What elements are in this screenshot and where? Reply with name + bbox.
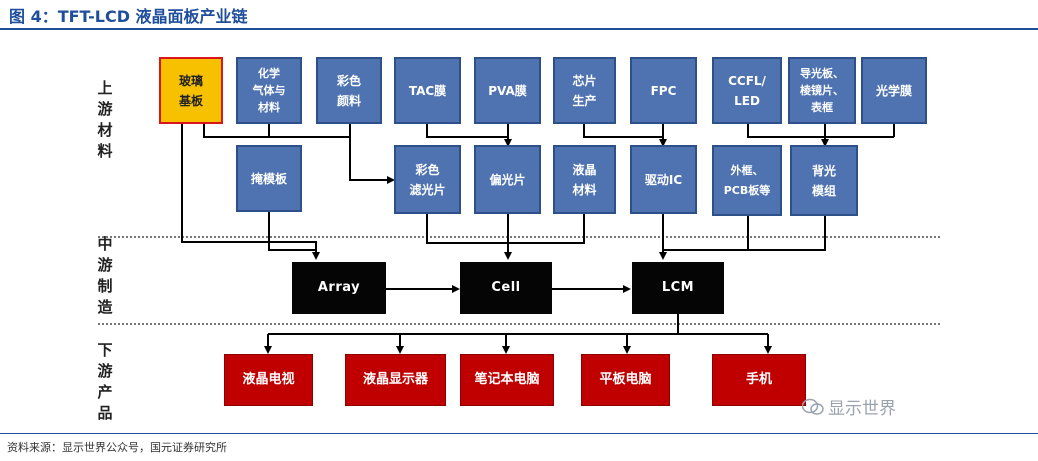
node-driver-ic: 驱动IC	[630, 145, 697, 214]
node-fpc: FPC	[630, 57, 697, 124]
node-photomask: 掩模板	[236, 145, 302, 212]
node-tac-film: TAC膜	[394, 57, 461, 124]
line-frame-to-lcm	[663, 216, 749, 251]
line-ccfl-to-backlight-bus	[747, 124, 894, 138]
node-ccfl-led: CCFL/ LED	[712, 57, 782, 124]
node-frame-pcb: 外框、 PCB板等	[712, 145, 782, 216]
figure-title: 图 4：TFT-LCD 液晶面板产业链	[9, 7, 248, 26]
stage-label-upstream: 上游材料	[97, 79, 113, 160]
line-tac-pva-to-polarizer	[426, 124, 508, 138]
source-rule	[0, 433, 1038, 434]
source-note: 资料来源：显示世界公众号，国元证券研究所	[7, 441, 227, 454]
watermark: 显示世界	[802, 394, 896, 419]
node-polarizer: 偏光片	[474, 145, 541, 214]
node-notebook: 笔记本电脑	[460, 354, 554, 406]
line-backlight-to-lcm	[748, 216, 826, 251]
stage-label-midstream: 中游制造	[97, 235, 113, 316]
node-lcd-monitor: 液晶显示器	[345, 354, 446, 406]
line-mask-to-array	[268, 212, 316, 251]
node-chip-production: 芯片 生产	[553, 57, 616, 124]
node-chemical-gas-materials: 化学 气体与 材料	[236, 57, 302, 124]
node-tablet: 平板电脑	[581, 354, 670, 406]
stage-label-downstream: 下游产品	[97, 341, 113, 422]
node-color-filter: 彩色 滤光片	[394, 145, 461, 214]
line-cf-to-cell	[426, 214, 508, 244]
node-optical-film: 光学膜	[861, 57, 927, 124]
node-lcd-tv: 液晶电视	[224, 354, 313, 406]
node-backlight-module: 背光 模组	[790, 145, 858, 216]
line-chip-fpc-to-driver	[583, 124, 663, 138]
separator-upstream-midstream	[98, 236, 940, 238]
node-array: Array	[292, 262, 386, 314]
node-cell: Cell	[460, 262, 552, 314]
node-light-guide-prism-frame: 导光板、 棱镜片、 表框	[788, 57, 856, 124]
watermark-text: 显示世界	[828, 399, 896, 419]
title-rule	[0, 28, 1038, 30]
node-liquid-crystal: 液晶 材料	[553, 145, 616, 214]
node-pva-film: PVA膜	[474, 57, 541, 124]
line-pigment-to-cf	[349, 124, 395, 184]
node-lcm: LCM	[632, 262, 724, 314]
wechat-icon	[802, 398, 824, 415]
node-color-pigment: 彩色 颜料	[316, 57, 382, 124]
node-glass-substrate: 玻璃 基板	[159, 57, 223, 124]
line-glass-to-pigment-bus	[203, 124, 350, 138]
node-phone: 手机	[712, 354, 806, 406]
line-lc-to-cell	[508, 214, 585, 244]
separator-midstream-downstream	[98, 323, 940, 325]
